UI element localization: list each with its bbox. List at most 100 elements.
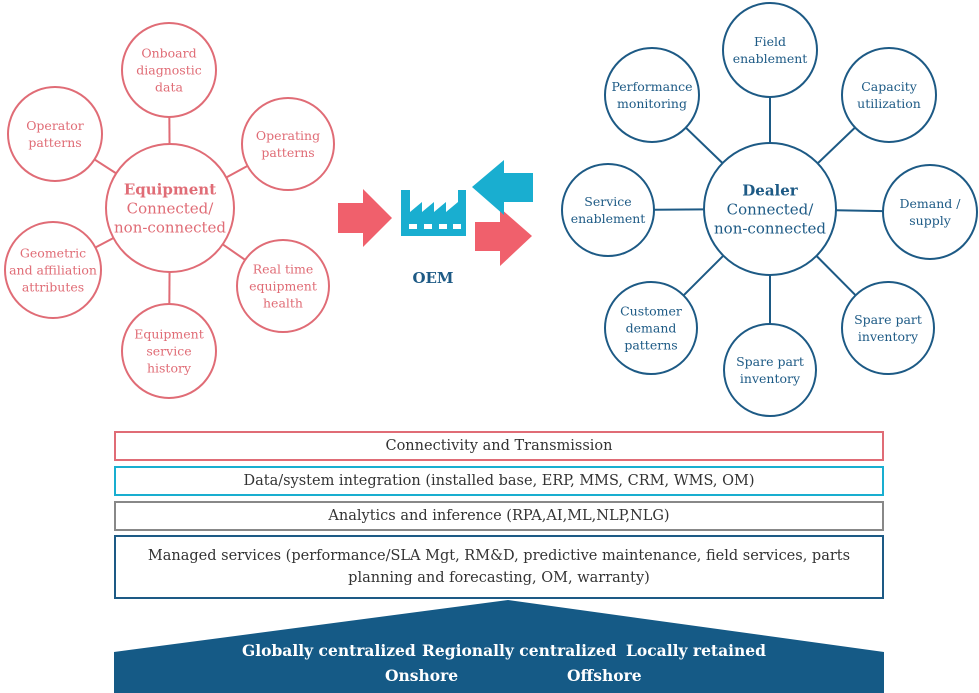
node-label-line: Capacity (861, 79, 917, 94)
dealer-connector (835, 209, 884, 213)
equipment-node: Equipment service history (121, 303, 217, 399)
dealer-hub-circle (703, 142, 837, 276)
offshore-label: Offshore (567, 666, 642, 685)
node-label-line: Equipment (134, 326, 204, 341)
node-label-line: demand (626, 320, 677, 335)
oem-group: OEM (338, 160, 533, 287)
dealer-node: Service enablement (561, 163, 655, 257)
node-label-line: Field (754, 34, 786, 49)
integration-label: Data/system integration (installed base,… (243, 473, 755, 489)
dealer-connector (682, 254, 725, 297)
node-label-line: supply (909, 213, 951, 228)
equipment-connector (222, 243, 246, 261)
node-label-line: Connected/ (127, 199, 215, 217)
node-label-line: non-connected (714, 219, 826, 237)
right-arrow-icon (338, 189, 392, 247)
hub-title: Dealer (742, 181, 799, 199)
node-label-line: service (146, 343, 191, 358)
dealer-node: Customer demand patterns (604, 281, 698, 375)
equipment-hub-circle (105, 143, 235, 273)
node-label-line: Customer (620, 303, 682, 318)
managed-services-layer: Managed services (performance/SLA Mgt, R… (114, 535, 884, 599)
dealer-node: Field enablement (722, 2, 818, 98)
dealer-node: Spare part inventory (841, 281, 935, 375)
equipment-node: Onboard diagnostic data (121, 22, 217, 118)
oem-label: OEM (412, 269, 453, 287)
regionally-centralized-label: Regionally centralized (422, 641, 617, 660)
equipment-node-circle (4, 221, 102, 319)
node-label-line: and affiliation (9, 262, 97, 277)
equipment-node: Operating patterns (241, 97, 335, 191)
node-label-line: Operator (26, 118, 84, 133)
factory-icon (401, 190, 466, 236)
node-label-line: enablement (571, 211, 646, 226)
dealer-node-circle (841, 47, 937, 143)
node-label-line: Demand / (900, 196, 962, 211)
dealer-connector (815, 255, 857, 297)
equipment-node-circle (121, 303, 217, 399)
node-label-line: Service (584, 194, 631, 209)
node-label-line: utilization (857, 96, 921, 111)
onshore-label: Onshore (385, 666, 459, 685)
node-label-line: inventory (740, 371, 801, 386)
node-label-line: Real time (253, 261, 314, 276)
equipment-node-circle (121, 22, 217, 118)
node-label-line: health (263, 295, 303, 310)
equipment-node-circle (241, 97, 335, 191)
node-label-line: equipment (249, 278, 317, 293)
equipment-connector (225, 165, 249, 179)
node-label-line: patterns (261, 145, 314, 160)
node-label-line: patterns (624, 337, 677, 352)
node-label-line: Spare part (854, 312, 922, 327)
analytics-layer: Analytics and inference (RPA,AI,ML,NLP,N… (114, 501, 884, 531)
node-label-line: patterns (28, 135, 81, 150)
equipment-node: Real time equipment health (236, 239, 330, 333)
node-label-line: Spare part (736, 354, 804, 369)
dealer-node: Performance monitoring (604, 47, 700, 143)
node-label-line: enablement (733, 51, 808, 66)
hub-title: Equipment (124, 180, 216, 198)
dealer-connector (685, 126, 724, 164)
connectivity-label: Connectivity and Transmission (385, 438, 613, 454)
equipment-node-circle (236, 239, 330, 333)
dealer-node: Demand / supply (882, 164, 978, 260)
globally-centralized-label: Globally centralized (242, 641, 416, 660)
managed-services-line1: Managed services (performance/SLA Mgt, R… (147, 548, 851, 564)
locally-retained-label: Locally retained (626, 641, 766, 660)
node-label-line: Operating (256, 128, 320, 143)
dealer-node-circle (723, 323, 817, 417)
dealer-connector (816, 126, 856, 165)
deployment-labels: Globally centralized Regionally centrali… (114, 0, 884, 693)
deployment-base-shape (114, 600, 884, 693)
equipment-node-circle (7, 86, 103, 182)
analytics-label: Analytics and inference (RPA,AI,ML,NLP,N… (328, 508, 670, 524)
node-label-line: history (147, 360, 192, 375)
node-label-line: non-connected (114, 218, 226, 236)
left-arrow-icon (472, 160, 533, 215)
managed-services-line2: planning and forecasting, OM, warranty) (348, 570, 650, 586)
dealer-node-circle (722, 2, 818, 98)
node-label-line: data (155, 79, 183, 94)
equipment-node: Geometric and affiliation attributes (4, 221, 102, 319)
dealer-node: Capacity utilization (841, 47, 937, 143)
node-label-line: Geometric (20, 245, 86, 260)
node-label-line: Performance (611, 79, 692, 94)
dealer-node: Spare part inventory (723, 323, 817, 417)
node-label-line: diagnostic (136, 62, 201, 77)
node-label-line: attributes (22, 279, 84, 294)
dealer-node-circle (561, 163, 655, 257)
dealer-node-circle (882, 164, 978, 260)
right-arrow-icon (475, 208, 532, 266)
node-label-line: Onboard (141, 45, 196, 60)
node-label-line: monitoring (617, 96, 687, 111)
equipment-connector (94, 237, 114, 249)
equipment-connector (93, 158, 117, 175)
dealer-node-circle (604, 47, 700, 143)
connectivity-layer: Connectivity and Transmission (114, 431, 884, 461)
node-label-line: Connected/ (727, 200, 815, 218)
equipment-node: Operator patterns (7, 86, 103, 182)
node-label-line: inventory (858, 329, 919, 344)
